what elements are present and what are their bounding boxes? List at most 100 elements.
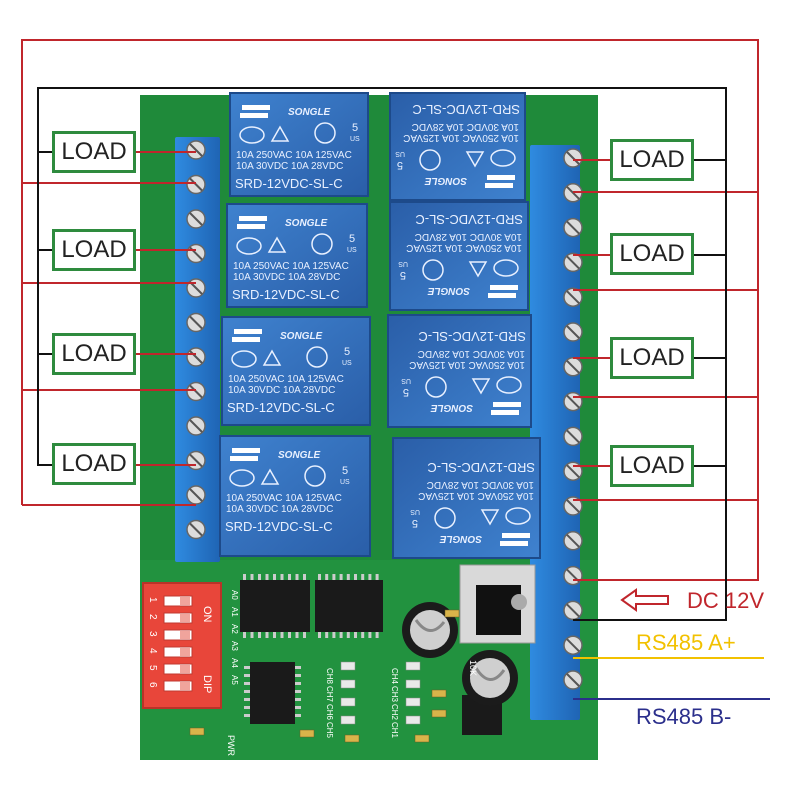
terminal-slot — [566, 360, 580, 374]
ic-pin — [346, 574, 350, 580]
dip-number: 6 — [147, 682, 158, 688]
ul-mark-icon — [422, 259, 444, 281]
terminal-slot — [566, 394, 580, 409]
dip-dip-label: DIP — [201, 675, 213, 693]
ic-pin — [368, 632, 372, 638]
ul-mark-icon — [304, 465, 326, 487]
ic-pin — [288, 574, 291, 580]
songle-logo-icon — [487, 175, 515, 180]
dip-slot — [163, 629, 193, 641]
ic-pin — [361, 632, 365, 638]
relay-cert: 5 — [349, 233, 355, 245]
ic-pin — [244, 690, 250, 693]
terminal-slot — [566, 499, 580, 513]
relay-rating-1: 10A 250VAC 10A 125VAC — [403, 132, 519, 143]
ic-pin — [295, 698, 301, 701]
ul-mark-icon — [311, 233, 333, 255]
songle-logo-icon — [500, 541, 528, 546]
ic-pin — [280, 632, 284, 638]
terminal-slot — [189, 315, 203, 330]
songle-logo-icon — [234, 329, 262, 334]
ic-pin — [295, 682, 301, 685]
songle-logo-icon — [240, 113, 268, 118]
ic-pin — [244, 698, 250, 701]
channel-led — [340, 715, 356, 725]
terminal-slot — [189, 522, 203, 537]
dip-number: 1 — [147, 597, 158, 603]
songle-logo-icon — [242, 105, 270, 110]
ic-pin — [339, 574, 343, 580]
right-terminal-block — [530, 145, 583, 720]
red-main-wire — [21, 39, 759, 581]
channel-led — [340, 661, 356, 671]
cqc-mark-icon — [236, 237, 262, 255]
warning-triangle-icon — [471, 378, 491, 395]
relay-cert: 5 — [352, 122, 358, 134]
rs485-a-label: RS485 A+ — [636, 630, 736, 655]
channel-label: CH3 — [390, 686, 399, 703]
warning-triangle-icon — [270, 125, 290, 142]
cqc-mark-icon — [505, 507, 531, 525]
ic-pin — [318, 574, 321, 580]
address-label: A2 — [230, 624, 239, 634]
cqc-mark-icon — [493, 259, 519, 277]
ic-pin — [354, 574, 357, 580]
terminal-slot — [566, 464, 580, 478]
channel-label: CH7 — [325, 686, 334, 703]
ic-pin — [325, 574, 329, 580]
songle-logo-icon — [488, 293, 516, 298]
ic-pin — [265, 574, 269, 580]
ic-pin — [295, 666, 301, 669]
terminal-slot — [189, 143, 203, 157]
address-label: A1 — [230, 607, 239, 617]
ul-mark-icon — [314, 122, 336, 144]
warning-triangle-icon — [267, 236, 287, 253]
ic-pin — [265, 632, 269, 638]
relay-body — [226, 203, 368, 308]
relay-rating-2: 10A 30VDC 10A 28VDC — [236, 161, 343, 172]
channel-led — [405, 715, 421, 725]
relay-body — [389, 92, 526, 201]
cqc-mark-icon — [490, 149, 516, 167]
relay-rating-2: 10A 30VDC 10A 28VDC — [226, 504, 333, 515]
channel-label: CH6 — [325, 704, 334, 721]
load-box-left-2: LOAD — [52, 229, 136, 271]
ic-pin — [295, 574, 299, 580]
relay-model: SRD-12VDC-SL-C — [225, 519, 333, 534]
relay-rating-1: 10A 250VAC 10A 125VAC — [228, 374, 344, 385]
terminal-slot — [189, 488, 203, 502]
channel-led — [405, 697, 421, 707]
ic-pin — [295, 706, 301, 709]
ic-pin — [332, 574, 336, 580]
ic-pin — [280, 574, 284, 580]
relay-rating-2: 10A 30VDC 10A 28VDC — [418, 348, 525, 359]
relay-model: SRD-12VDC-SL-C — [415, 212, 523, 227]
load-box-right-3: LOAD — [610, 337, 694, 379]
relay-rating-2: 10A 30VDC 10A 28VDC — [427, 479, 534, 490]
rs485-b-label: RS485 B- — [636, 704, 732, 729]
relay-brand: SONGLE — [430, 402, 473, 413]
relay-cert-sub: US — [340, 479, 350, 486]
capacitors — [402, 602, 518, 706]
terminal-slot — [189, 177, 203, 192]
channel-label: CH5 — [325, 722, 334, 739]
songle-logo-icon — [232, 337, 260, 342]
address-label: A3 — [230, 641, 239, 651]
songle-logo-icon — [232, 448, 260, 453]
relay-body — [221, 316, 371, 426]
relay-body — [229, 92, 369, 197]
relay-cert-sub: US — [350, 136, 360, 143]
warning-triangle-icon — [480, 509, 500, 526]
warning-triangle-icon — [468, 261, 488, 278]
dip-on-label: ON — [201, 606, 213, 623]
load-box-left-1: LOAD — [52, 131, 136, 173]
ic-pin — [244, 674, 250, 677]
channel-label: CH4 — [390, 668, 399, 685]
terminal-slot — [566, 603, 580, 618]
